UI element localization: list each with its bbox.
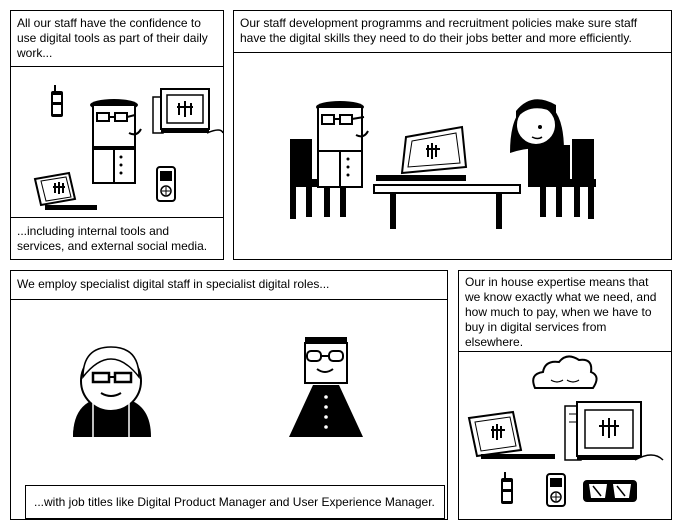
person-with-glasses-icon bbox=[90, 99, 142, 184]
comic-panel-3: We employ specialist digital staff in sp… bbox=[10, 270, 448, 520]
panel-2-illustration bbox=[290, 99, 596, 229]
laptop-icon bbox=[376, 125, 468, 181]
right-chair-icon bbox=[540, 139, 596, 219]
panel-1-caption-bottom: ...including internal tools and services… bbox=[11, 217, 223, 259]
panel-4-illustration bbox=[467, 355, 664, 507]
laptop-icon bbox=[467, 410, 555, 459]
tall-person-with-glasses-icon bbox=[289, 337, 363, 437]
panel-1-illustration bbox=[33, 85, 223, 210]
panel-1-caption-top: All our staff have the confidence to use… bbox=[11, 11, 223, 67]
cloud-icon bbox=[532, 355, 598, 389]
person-with-glasses-icon bbox=[316, 101, 369, 188]
panel-3-illustration bbox=[73, 337, 363, 437]
comic-panel-2: Our staff development programms and recr… bbox=[233, 10, 672, 260]
comic-panel-1: All our staff have the confidence to use… bbox=[10, 10, 224, 260]
table-icon bbox=[373, 184, 521, 229]
media-player-icon bbox=[546, 473, 566, 507]
panel-3-caption-bottom: ...with job titles like Digital Product … bbox=[25, 485, 445, 519]
desktop-computer-icon bbox=[152, 88, 223, 134]
laptop-icon bbox=[33, 171, 97, 210]
panel-4-caption-top: Our in house expertise means that we kno… bbox=[459, 271, 671, 352]
media-player-icon bbox=[156, 166, 176, 202]
dark-haired-person-icon bbox=[510, 99, 570, 187]
comic-panel-4: Our in house expertise means that we kno… bbox=[458, 270, 672, 520]
mobile-phone-icon bbox=[501, 472, 513, 504]
desktop-computer-icon bbox=[564, 401, 664, 461]
mobile-phone-icon bbox=[51, 85, 63, 117]
panel-2-caption-top: Our staff development programms and recr… bbox=[234, 11, 671, 53]
panel-3-caption-top: We employ specialist digital staff in sp… bbox=[11, 271, 447, 300]
vr-goggles-icon bbox=[583, 480, 637, 502]
bald-person-with-glasses-icon bbox=[73, 346, 151, 437]
